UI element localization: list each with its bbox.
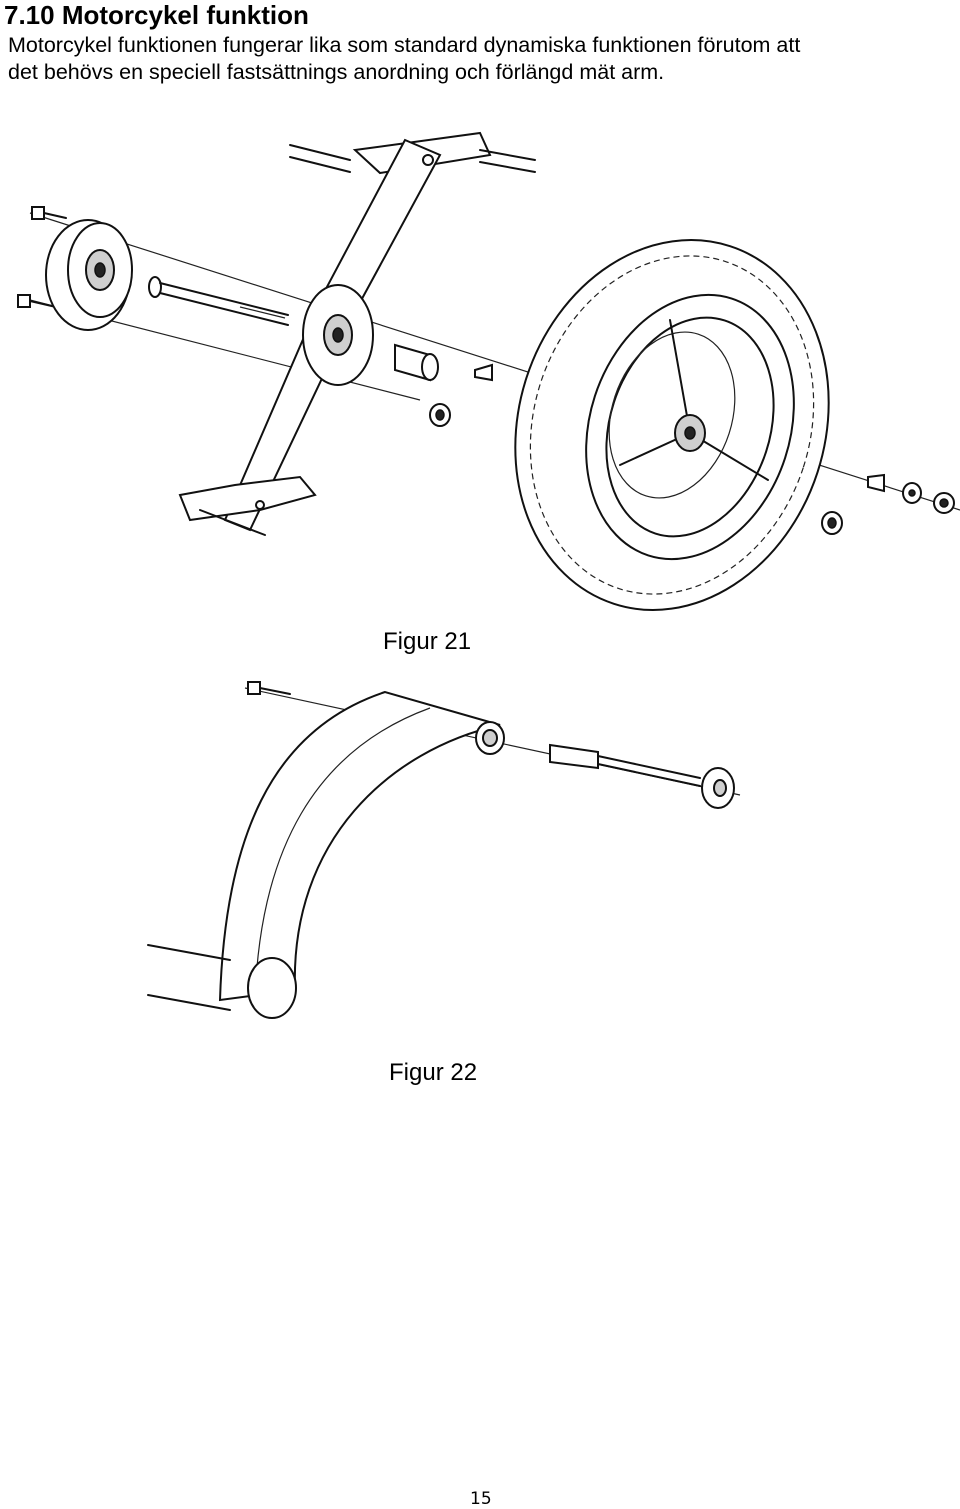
nut-right (933, 492, 955, 514)
washer-right (902, 482, 922, 504)
long-axle (148, 276, 289, 326)
bearing-left (429, 403, 451, 427)
intro-line-1: Motorcykel funktionen fungerar lika som … (8, 33, 801, 57)
curved-arm (218, 690, 505, 1019)
spacer-arm (549, 743, 599, 770)
page-number: 15 (470, 1489, 492, 1509)
bearing-right (821, 511, 843, 535)
base-rail (147, 944, 231, 1011)
figure-21-exploded-wheel-mount (0, 115, 960, 625)
cone-nut (474, 363, 493, 382)
figure-22-drawing (147, 681, 741, 1019)
bolt-upper (31, 206, 67, 220)
figure-22-extended-measuring-arm (130, 670, 770, 1030)
motorcycle-wheel (514, 239, 830, 611)
figure-21-caption: Figur 21 (383, 628, 472, 655)
bolt-lower (17, 294, 57, 308)
swing-arm-frame (178, 131, 536, 536)
section-heading: 7.10 Motorcykel funktion (4, 0, 309, 30)
cone-nut-right (867, 473, 885, 493)
figure-22-caption: Figur 22 (389, 1059, 478, 1086)
bolt-arm (247, 681, 291, 695)
spacer-sleeve (394, 343, 439, 382)
intro-paragraph: Motorcykel funktionen fungerar lika som … (8, 32, 958, 86)
hub-flange (45, 219, 133, 331)
axle-arm (597, 755, 735, 809)
figure-21-drawing (17, 131, 960, 611)
intro-line-2: det behövs en speciell fastsättnings ano… (8, 60, 665, 84)
